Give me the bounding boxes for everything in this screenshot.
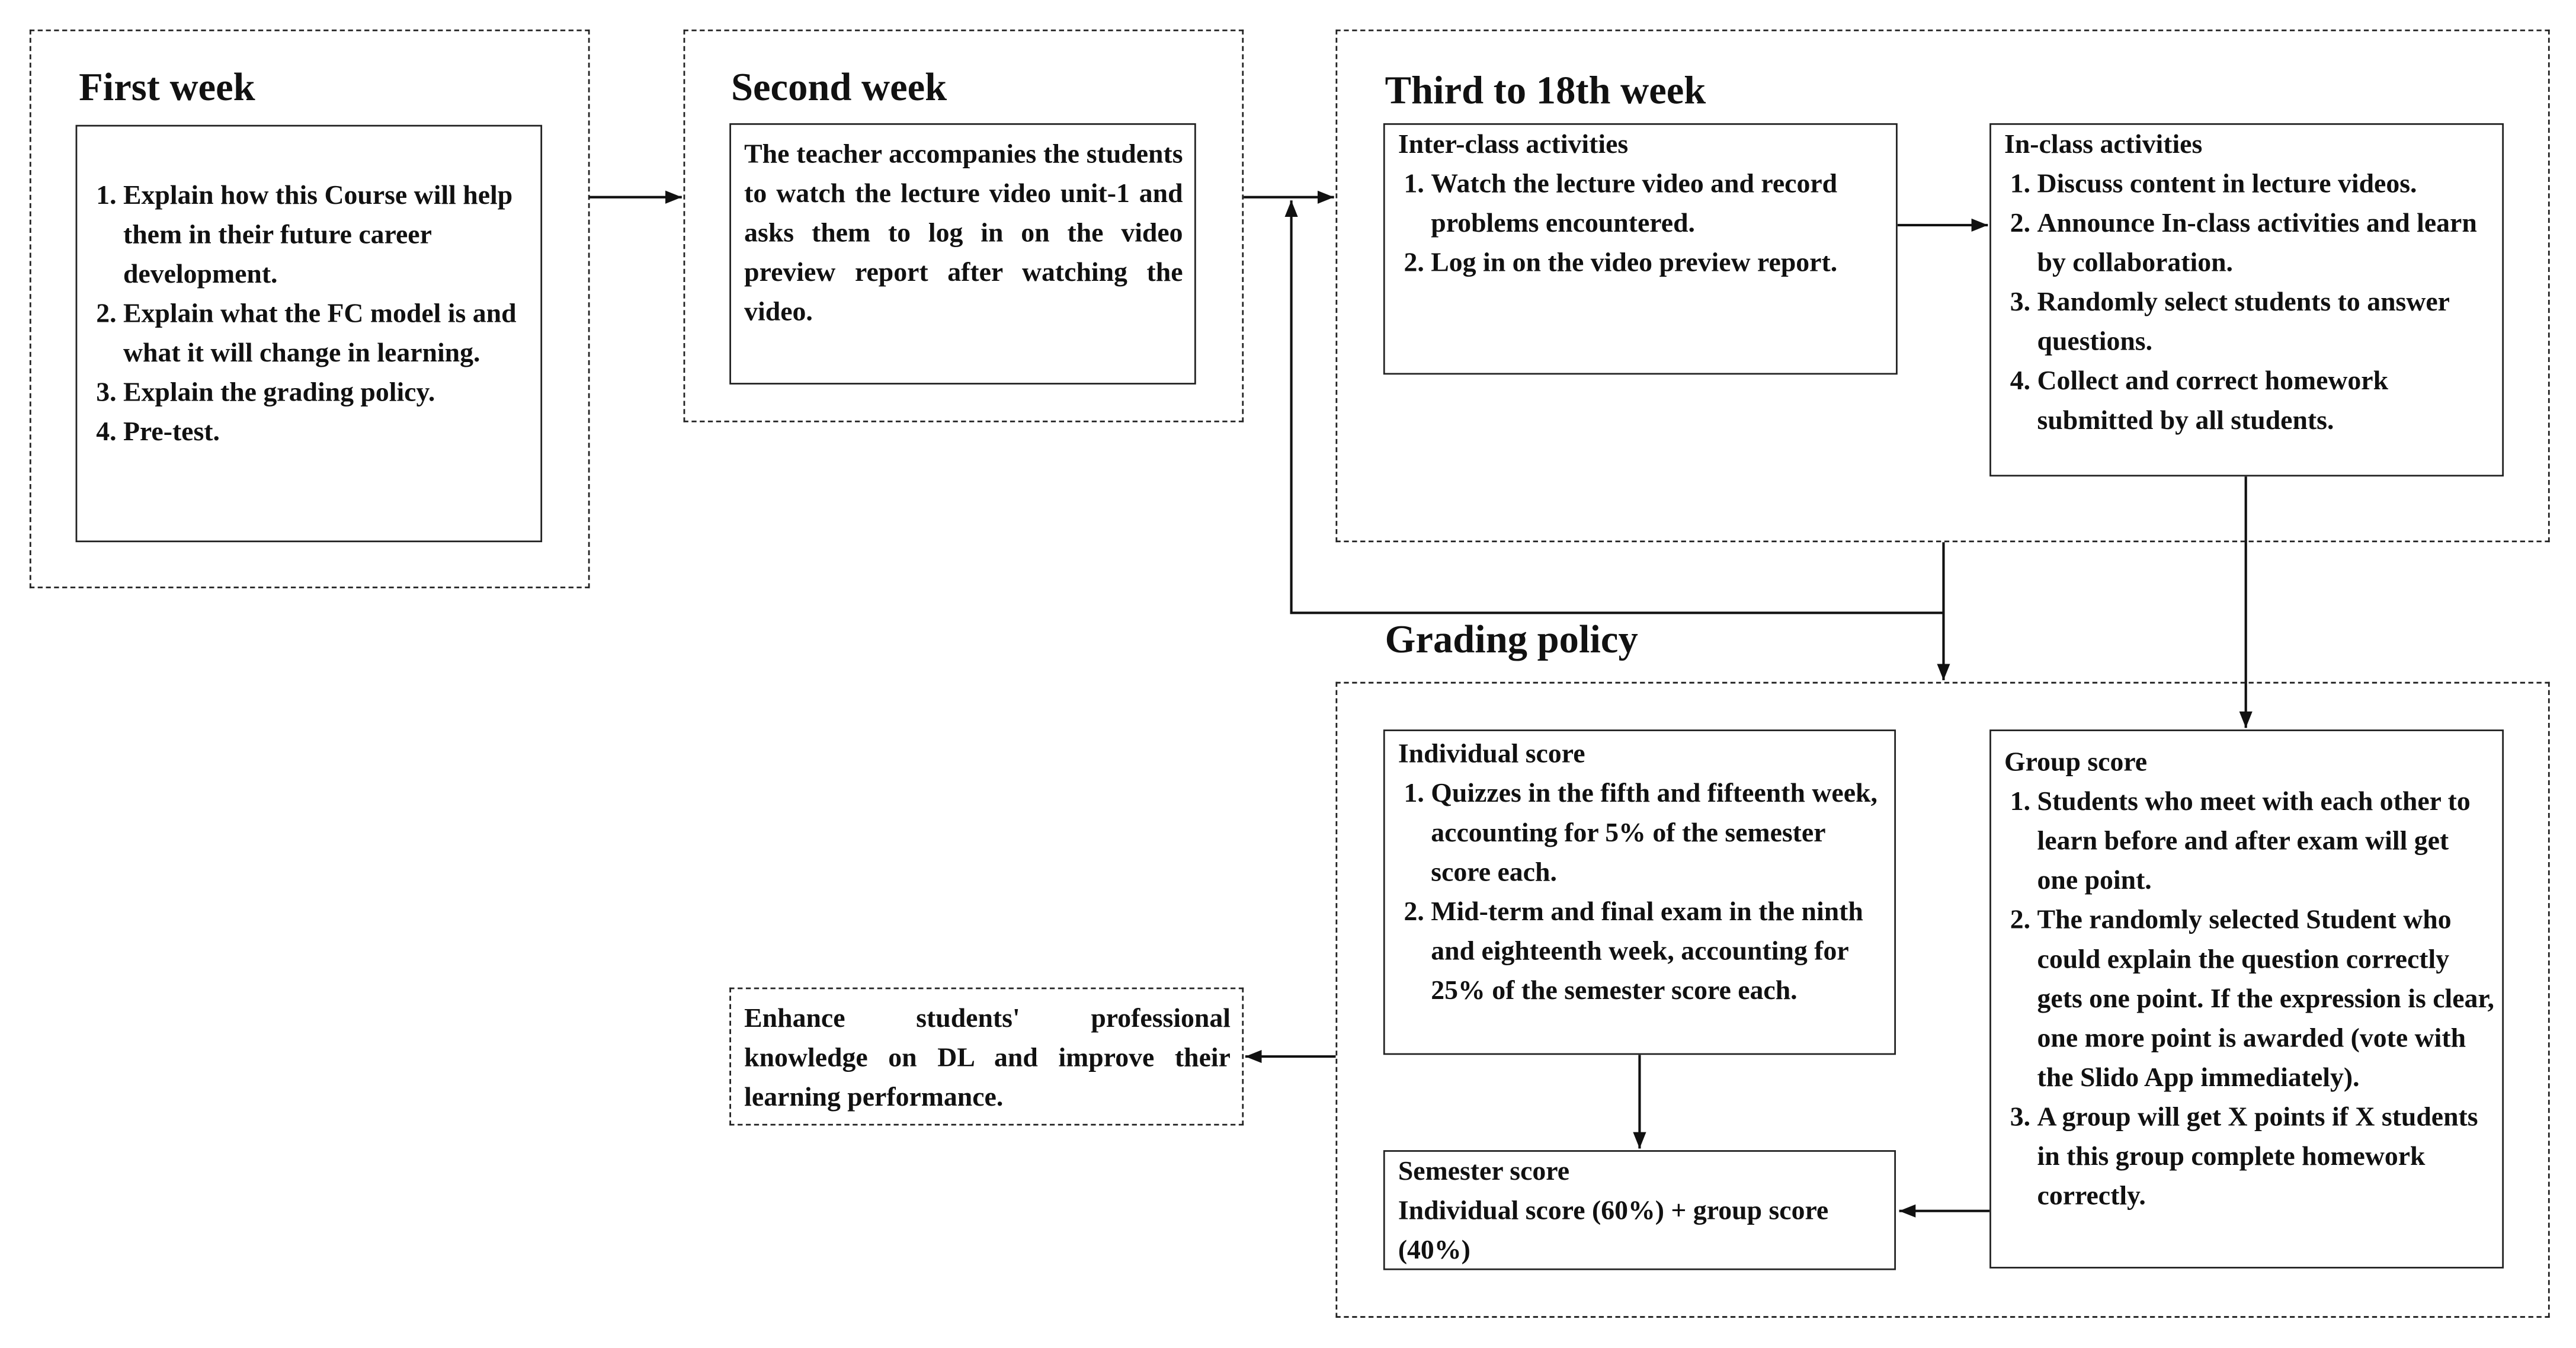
in-class-box: In-class activities Discuss content in l…	[1989, 123, 2504, 477]
outcome-box: Enhance students' professional knowledge…	[729, 987, 1244, 1126]
list-item: Collect and correct homework submitted b…	[2037, 361, 2496, 440]
individual-score-box: Individual score Quizzes in the fifth an…	[1383, 729, 1896, 1055]
list-item: Pre-test.	[123, 412, 531, 452]
group-score-heading: Group score	[2004, 745, 2148, 777]
grading-policy-section	[1335, 681, 2550, 1318]
list-item: Log in on the video preview report.	[1431, 243, 1889, 283]
list-item: Quizzes in the fifth and fifteenth week,…	[1431, 774, 1888, 892]
outcome-text: Enhance students' professional knowledge…	[744, 1002, 1231, 1113]
second-week-title: Second week	[730, 67, 947, 110]
second-week-section	[683, 29, 1244, 422]
semester-score-formula: Individual score (60%) + group score (40…	[1398, 1194, 1829, 1266]
list-item: Explain what the FC model is and what it…	[123, 294, 531, 373]
list-item: Announce In-class activities and learn b…	[2037, 204, 2496, 283]
list-item: Discuss content in lecture videos.	[2037, 164, 2496, 204]
first-week-box: Explain how this Course will help them i…	[75, 124, 543, 543]
list-item: Students who meet with each other to lea…	[2037, 782, 2496, 901]
feedback-loop-line	[1284, 200, 1944, 614]
list-item: A group will get X points if X students …	[2037, 1097, 2496, 1216]
list-item: Watch the lecture video and record probl…	[1431, 164, 1889, 243]
third-week-title: Third to 18th week	[1385, 71, 1706, 114]
list-item: Explain the grading policy.	[123, 373, 531, 412]
in-class-heading: In-class activities	[2004, 128, 2203, 159]
individual-score-heading: Individual score	[1398, 738, 1585, 769]
group-score-box: Group score Students who meet with each …	[1989, 729, 2504, 1269]
second-week-text: The teacher accompanies the students to …	[744, 137, 1183, 327]
list-item: The randomly selected Student who could …	[2037, 901, 2496, 1098]
first-week-section	[29, 29, 590, 588]
list-item: Explain how this Course will help them i…	[123, 176, 531, 294]
list-item: Randomly select students to answer quest…	[2037, 283, 2496, 361]
inter-class-heading: Inter-class activities	[1398, 128, 1629, 159]
first-week-title: First week	[79, 67, 255, 110]
semester-score-heading: Semester score	[1398, 1155, 1570, 1187]
inter-class-box: Inter-class activities Watch the lecture…	[1383, 123, 1898, 375]
second-week-box: The teacher accompanies the students to …	[729, 123, 1196, 385]
third-week-section	[1335, 29, 2550, 543]
semester-score-box: Semester score Individual score (60%) + …	[1383, 1150, 1896, 1270]
list-item: Mid-term and final exam in the ninth and…	[1431, 892, 1888, 1011]
grading-policy-title: Grading policy	[1385, 619, 1638, 662]
